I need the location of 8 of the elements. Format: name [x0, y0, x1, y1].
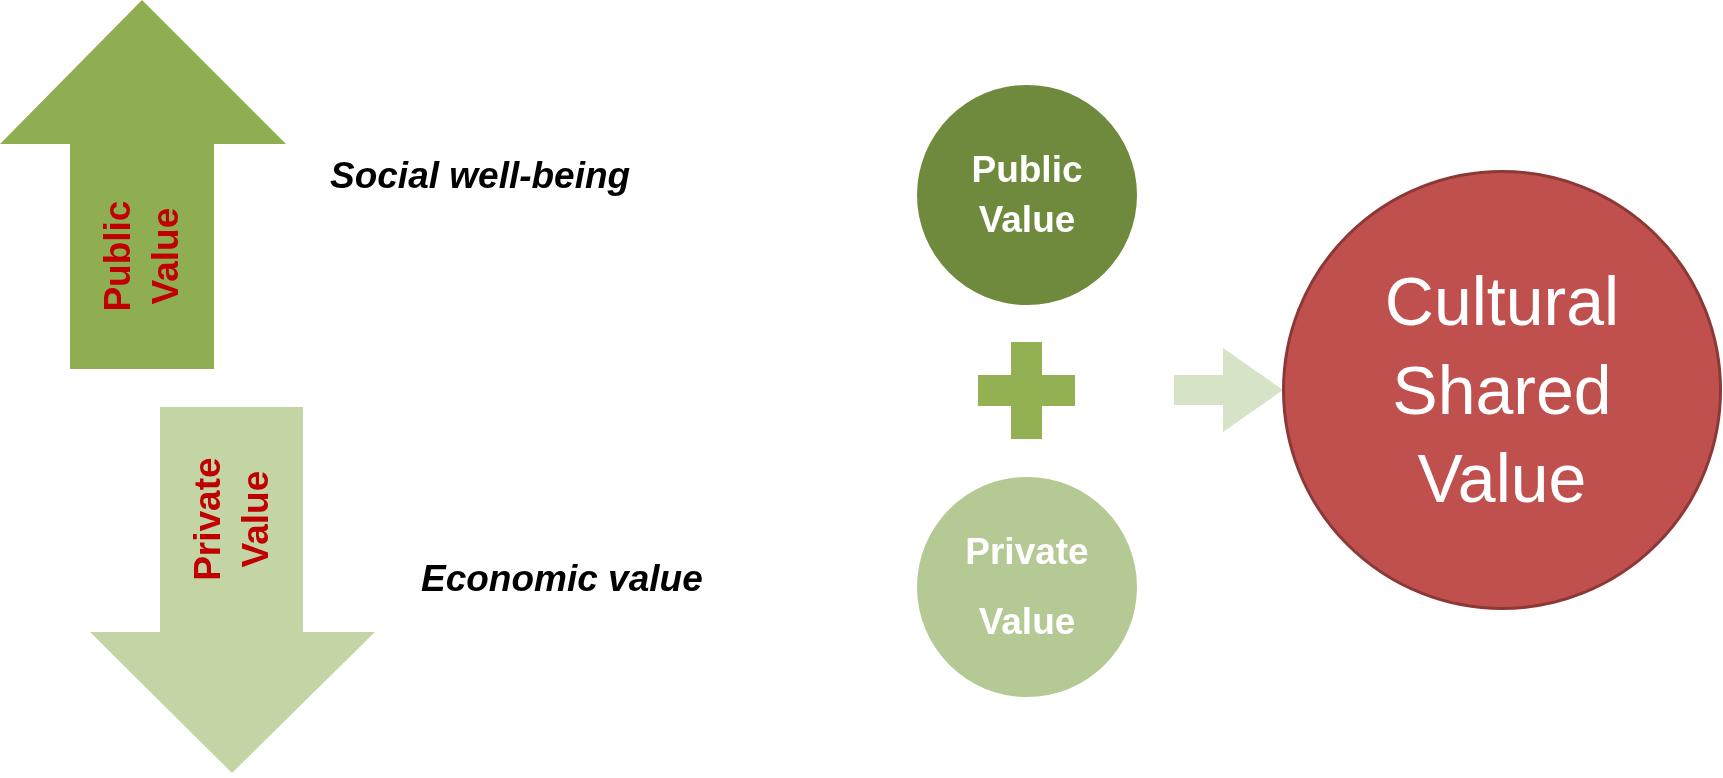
circle-label: Cultural Shared Value [1383, 262, 1621, 519]
block-arrow [1174, 348, 1283, 432]
italic-caption: Economic value [421, 557, 703, 601]
arrow-label: Private Value [185, 456, 277, 584]
circle-label: Private Value [964, 529, 1090, 644]
italic-caption: Social well-being [330, 154, 631, 198]
circle-label: Public Value [970, 148, 1084, 242]
arrow-label: Public Value [95, 200, 187, 314]
